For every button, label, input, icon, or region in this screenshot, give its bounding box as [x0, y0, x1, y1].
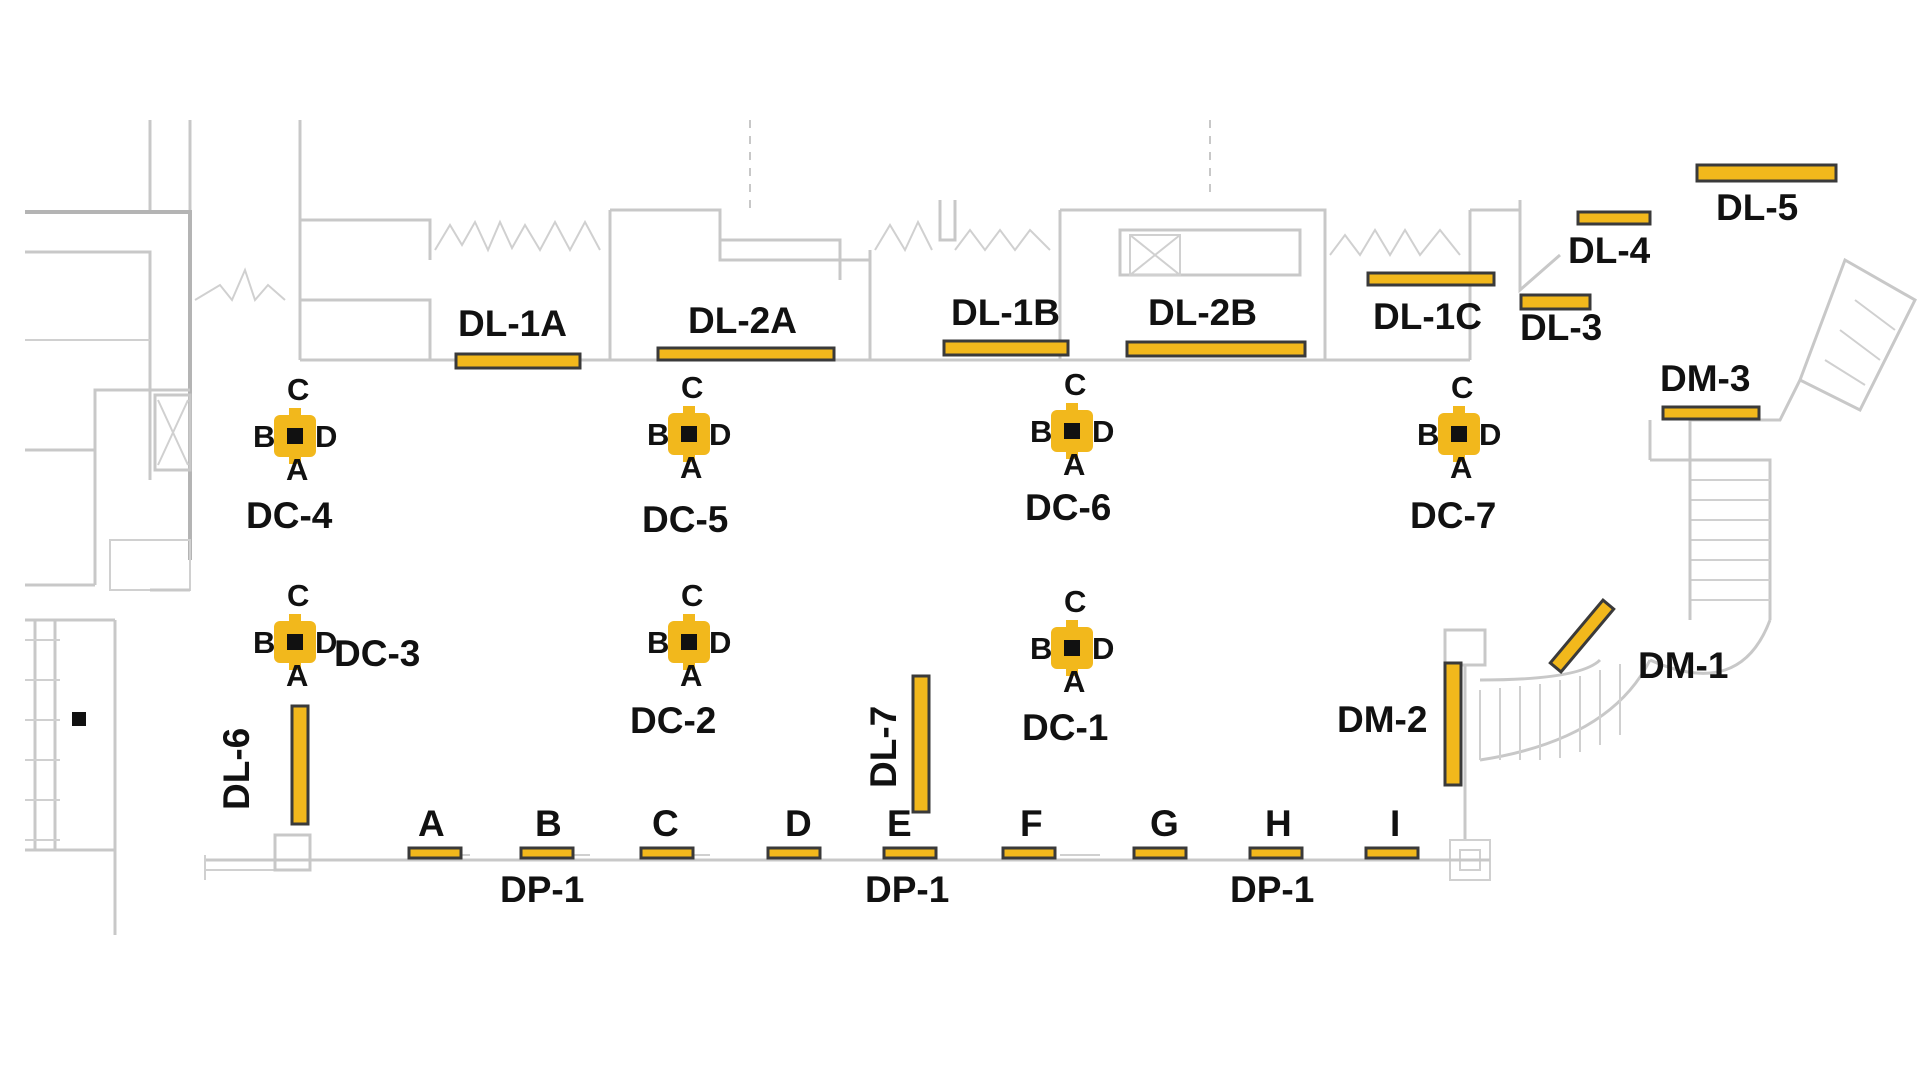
face-d: D [1092, 414, 1114, 449]
label-dl-2b: DL-2B [1148, 292, 1257, 333]
pillar-letters: A B C D E F G H I [418, 803, 1400, 844]
floor-plan-walls [25, 120, 1917, 935]
face-d: D [709, 417, 731, 452]
pillar-letter-a: A [418, 803, 445, 844]
label-dl-1b: DL-1B [951, 292, 1060, 333]
label-dm-3: DM-3 [1660, 358, 1750, 399]
sign-bar-pillar-h[interactable] [1248, 846, 1304, 860]
face-c: C [287, 578, 309, 613]
pillar-letter-b: B [535, 803, 562, 844]
face-b: B [1030, 414, 1052, 449]
label-dl-3: DL-3 [1520, 307, 1602, 348]
label-dp-1-center: DP-1 [865, 869, 949, 910]
face-c: C [287, 372, 309, 407]
pillar-letter-c: C [652, 803, 679, 844]
label-dc-4: DC-4 [246, 495, 333, 536]
sign-bar-dl-5[interactable] [1695, 163, 1838, 183]
label-dp-1-right: DP-1 [1230, 869, 1314, 910]
face-b: B [253, 419, 275, 454]
sign-bar-pillar-f[interactable] [1001, 846, 1057, 860]
face-a: A [1063, 447, 1085, 482]
label-dc-3: DC-3 [334, 633, 420, 674]
sign-bar-dl-2a[interactable] [656, 346, 836, 362]
face-a: A [1063, 664, 1085, 699]
face-a: A [1450, 450, 1472, 485]
sign-bar-pillar-b[interactable] [519, 846, 575, 860]
face-a: A [286, 658, 308, 693]
pillar-letter-i: I [1390, 803, 1400, 844]
sign-bar-dl-6[interactable] [290, 704, 310, 826]
face-b: B [253, 625, 275, 660]
sign-labels: DL-1A DL-2A DL-1B DL-2B DL-1C DL-3 DL-4 … [216, 187, 1798, 810]
cube-dc-1[interactable]: C B D A [1030, 584, 1114, 699]
pillar-letter-d: D [785, 803, 812, 844]
cube-dc-2[interactable]: C B D A [647, 578, 731, 693]
label-dc-1: DC-1 [1022, 707, 1108, 748]
label-dl-6: DL-6 [216, 728, 257, 810]
sign-bar-dl-1a[interactable] [454, 352, 582, 370]
sign-bar-pillar-d[interactable] [766, 846, 822, 860]
sign-bar-dm-1[interactable] [1548, 597, 1616, 675]
sign-bar-dl-2b[interactable] [1125, 340, 1307, 358]
face-b: B [1417, 417, 1439, 452]
label-dc-6: DC-6 [1025, 487, 1111, 528]
sign-bar-pillar-a[interactable] [407, 846, 463, 860]
cube-dc-5[interactable]: C B D A [647, 370, 731, 485]
pillar-letter-f: F [1020, 803, 1043, 844]
label-dm-1: DM-1 [1638, 645, 1728, 686]
sign-bar-pillar-i[interactable] [1364, 846, 1420, 860]
cube-dc-4[interactable]: C B D A [253, 372, 337, 487]
label-dl-2a: DL-2A [688, 300, 797, 341]
sign-bar-dl-1b[interactable] [942, 339, 1070, 357]
label-dp-1-left: DP-1 [500, 869, 584, 910]
label-dc-2: DC-2 [630, 700, 716, 741]
label-dl-4: DL-4 [1568, 230, 1651, 271]
face-d: D [315, 419, 337, 454]
face-d: D [709, 625, 731, 660]
sign-bar-dm-3[interactable] [1661, 405, 1761, 421]
label-dc-7: DC-7 [1410, 495, 1496, 536]
label-dl-5: DL-5 [1716, 187, 1798, 228]
cube-dc-3[interactable]: C B D A [253, 578, 337, 693]
label-dm-2: DM-2 [1337, 699, 1427, 740]
cube-dc-6[interactable]: C B D A [1030, 367, 1114, 482]
sign-bar-dl-7[interactable] [911, 674, 931, 814]
face-c: C [1451, 370, 1473, 405]
face-b: B [1030, 631, 1052, 666]
sign-bar-dl-3[interactable] [1519, 293, 1592, 311]
face-d: D [315, 625, 337, 660]
sign-bar-pillar-g[interactable] [1132, 846, 1188, 860]
face-c: C [1064, 367, 1086, 402]
label-dl-1c: DL-1C [1373, 296, 1482, 337]
face-b: B [647, 417, 669, 452]
face-c: C [681, 370, 703, 405]
sign-bar-dl-1c[interactable] [1366, 271, 1496, 287]
face-c: C [1064, 584, 1086, 619]
face-a: A [680, 450, 702, 485]
sign-bar-dl-4[interactable] [1576, 210, 1652, 226]
pillar-letter-e: E [887, 803, 912, 844]
label-dl-1a: DL-1A [458, 303, 567, 344]
marker-square [72, 712, 86, 726]
sign-bar-dm-2[interactable] [1443, 661, 1463, 787]
label-dl-7: DL-7 [863, 706, 904, 788]
sign-bars [290, 163, 1838, 860]
cube-dc-7[interactable]: C B D A [1417, 370, 1501, 485]
face-c: C [681, 578, 703, 613]
face-b: B [647, 625, 669, 660]
pillar-letter-h: H [1265, 803, 1292, 844]
sign-bar-pillar-c[interactable] [639, 846, 695, 860]
face-a: A [286, 452, 308, 487]
face-a: A [680, 658, 702, 693]
face-d: D [1092, 631, 1114, 666]
sign-bar-pillar-e[interactable] [882, 846, 938, 860]
label-dc-5: DC-5 [642, 499, 728, 540]
pillar-group-labels: DP-1 DP-1 DP-1 [500, 869, 1314, 910]
pillar-letter-g: G [1150, 803, 1179, 844]
face-d: D [1479, 417, 1501, 452]
